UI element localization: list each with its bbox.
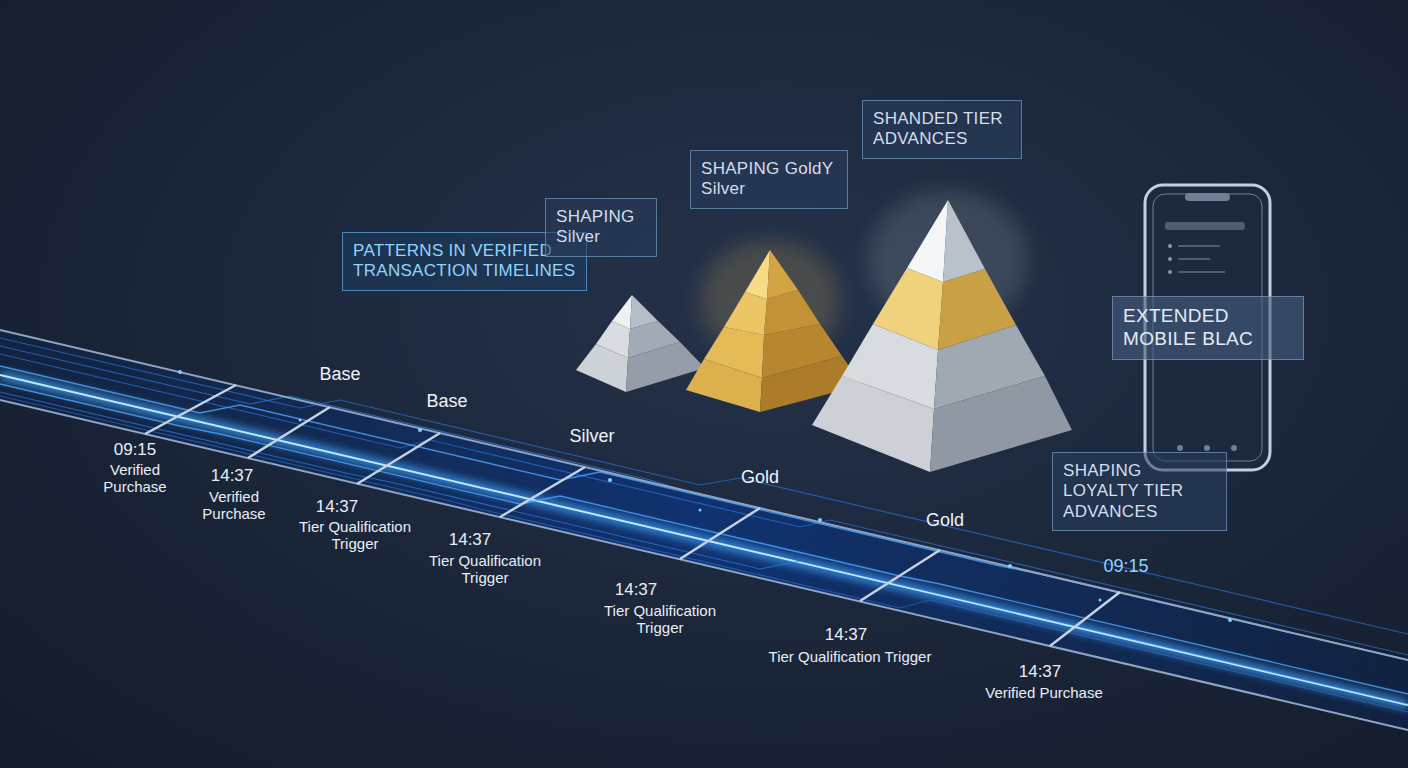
callout-box: SHANDED TIER ADVANCES (862, 100, 1022, 159)
callout-box: SHAPING GoldY Silver (690, 150, 848, 209)
silver-pyramid-small (576, 295, 705, 392)
timeline-label: 14:37 (601, 580, 671, 600)
timeline-label: Base (412, 391, 482, 412)
callout-text: SHAPING Silver (556, 207, 646, 248)
timeline-label: Tier Qualification Trigger (730, 648, 970, 665)
timeline-label: Gold (725, 467, 795, 488)
timeline-label: 09:15 (1086, 556, 1166, 577)
callout-text: SHANDED TIER ADVANCES (873, 109, 1011, 150)
timeline-label: Verified Purchase (944, 684, 1144, 701)
callout-text: SHAPING GoldY Silver (701, 159, 837, 200)
timeline-label: 14:37 (811, 625, 881, 645)
timeline-label: Verified Purchase (95, 461, 175, 496)
timeline-label: Base (305, 364, 375, 385)
timeline-label: Silver (552, 426, 632, 447)
callout-box: SHAPING Silver (545, 198, 657, 257)
timeline-label: 14:37 (302, 497, 372, 517)
timeline-label: 09:15 (100, 440, 170, 460)
callout-box: EXTENDED MOBILE BLAC (1112, 296, 1304, 360)
callout-text: SHAPING LOYALTY TIER ADVANCES (1063, 461, 1216, 522)
callout-box: SHAPING LOYALTY TIER ADVANCES (1052, 452, 1227, 531)
gold-pyramid (686, 240, 862, 412)
timeline-label: Tier Qualification Trigger (420, 552, 550, 587)
tiered-pyramid-large (812, 190, 1072, 472)
timeline-label: Gold (910, 510, 980, 531)
timeline-label: 14:37 (1005, 662, 1075, 682)
timeline-label: Verified Purchase (194, 488, 274, 523)
timeline-label: 14:37 (197, 466, 267, 486)
timeline-label: Tier Qualification Trigger (595, 602, 725, 637)
timeline-label: 14:37 (435, 530, 505, 550)
callout-text: EXTENDED MOBILE BLAC (1123, 305, 1293, 351)
callout-text: PATTERNS IN VERIFIED TRANSACTION TIMELIN… (353, 241, 576, 282)
timeline-label: Tier Qualification Trigger (290, 518, 420, 553)
